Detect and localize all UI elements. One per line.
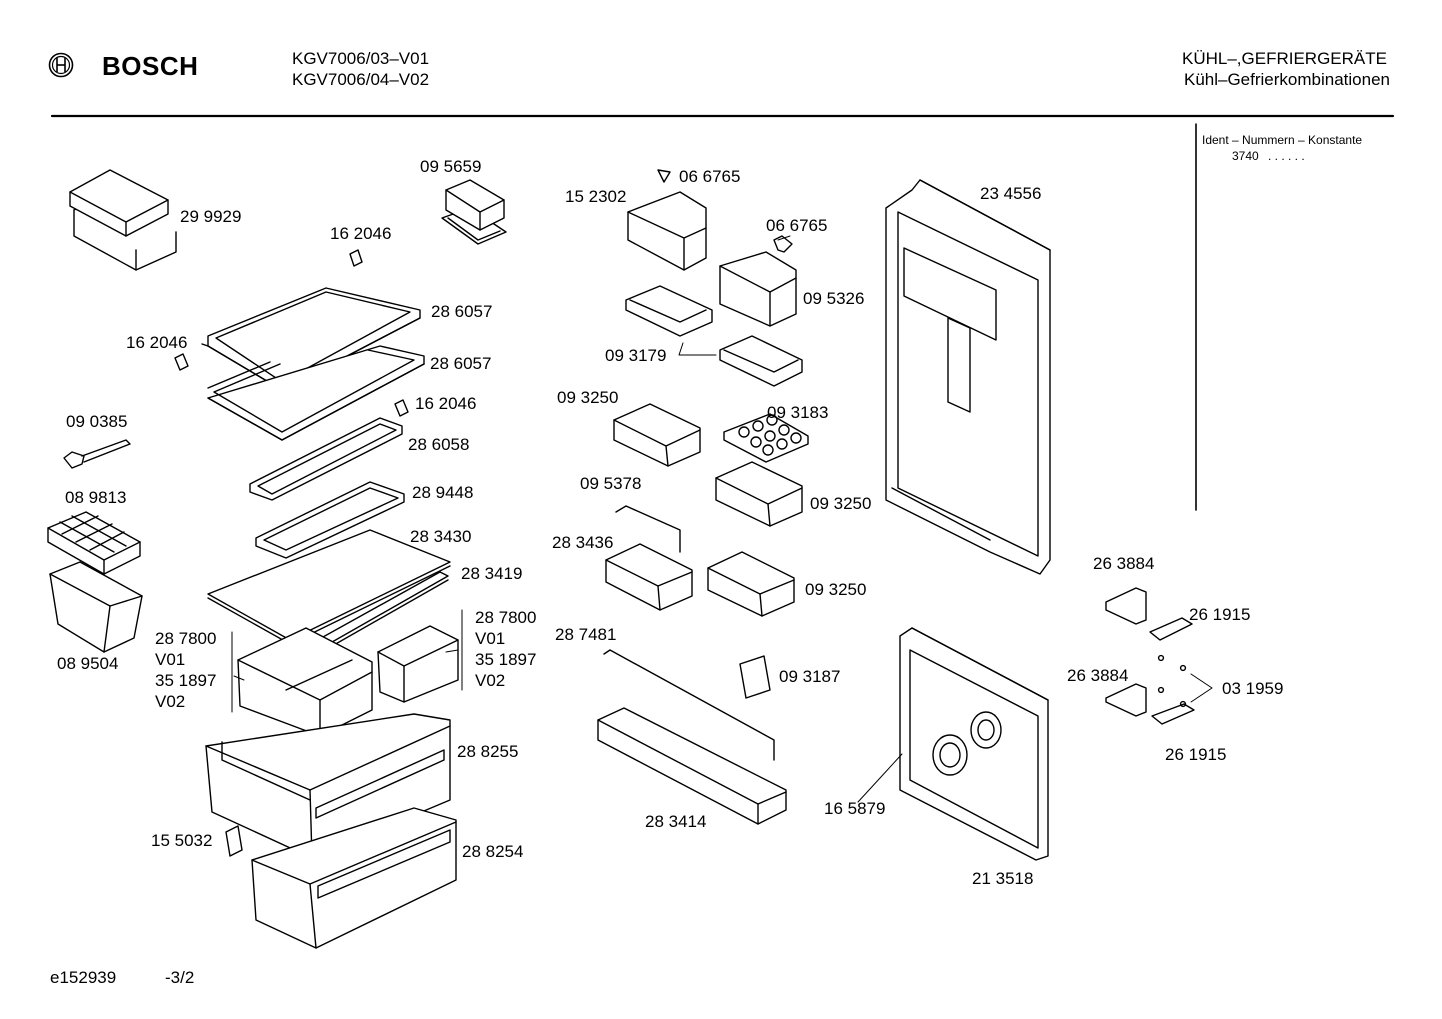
- label-09-3187: 09 3187: [779, 667, 841, 686]
- label-06-6765-a: 06 6765: [679, 167, 741, 186]
- ident-dots: . . . . . .: [1268, 149, 1305, 163]
- narrow-shelf-part: [250, 418, 402, 500]
- label-08-9504: 08 9504: [57, 654, 119, 673]
- label-16-5879: 16 5879: [824, 799, 886, 818]
- label-03-1959: 03 1959: [1222, 679, 1284, 698]
- label-v01-left: V01: [155, 650, 186, 669]
- label-28-6057-b: 28 6057: [430, 354, 492, 373]
- shelf-clip-parts: [175, 250, 408, 416]
- label-09-3183: 09 3183: [767, 403, 829, 422]
- label-28-3414: 28 3414: [645, 812, 707, 831]
- bosch-logo-icon: [48, 52, 74, 78]
- label-28-3436: 28 3436: [552, 533, 614, 552]
- label-28-9448: 28 9448: [412, 483, 474, 502]
- label-28-8254: 28 8254: [462, 842, 524, 861]
- bottle-shelf-part: [598, 708, 786, 824]
- label-06-6765-b: 06 6765: [766, 216, 828, 235]
- label-35-1897-right: 35 1897: [475, 650, 537, 669]
- label-v02-left: V02: [155, 692, 186, 711]
- label-28-7800-left: 28 7800: [155, 629, 217, 648]
- hinge-parts: [1106, 588, 1194, 724]
- model-number-2: KGV7006/04–V02: [292, 70, 430, 89]
- screw-part-1: [658, 170, 670, 182]
- label-09-3250-a: 09 3250: [557, 388, 619, 407]
- label-v01-right: V01: [475, 629, 506, 648]
- ident-value: 3740: [1232, 149, 1259, 163]
- ice-box-part: [50, 562, 142, 652]
- bottle-retainer-bar: [604, 506, 774, 760]
- label-28-3430: 28 3430: [410, 527, 472, 546]
- freezer-drawer-lower: [252, 808, 456, 948]
- door-balcony-1: [614, 404, 700, 466]
- egg-tray-part: [724, 414, 808, 462]
- crisper-drawer-right: [378, 626, 458, 702]
- label-23-4556: 23 4556: [980, 184, 1042, 203]
- label-16-2046-a: 16 2046: [330, 224, 392, 243]
- small-flap-part: [740, 656, 770, 698]
- label-09-3250-b: 09 3250: [810, 494, 872, 513]
- label-21-3518: 21 3518: [972, 869, 1034, 888]
- label-09-3179: 09 3179: [605, 346, 667, 365]
- door-balcony-4: [708, 552, 794, 616]
- label-v02-right: V02: [475, 671, 506, 690]
- label-26-1915-a: 26 1915: [1189, 605, 1251, 624]
- label-09-5659: 09 5659: [420, 157, 482, 176]
- label-15-2302: 15 2302: [565, 187, 627, 206]
- label-26-1915-b: 26 1915: [1165, 745, 1227, 764]
- ice-scraper-part: [64, 440, 130, 468]
- crisper-drawer-left: [238, 628, 372, 736]
- leader-lines: [232, 236, 1212, 802]
- label-09-5326: 09 5326: [803, 289, 865, 308]
- label-28-6058: 28 6058: [408, 435, 470, 454]
- fridge-door-part: [886, 180, 1050, 574]
- label-35-1897-left: 35 1897: [155, 671, 217, 690]
- brand-name: BOSCH: [102, 51, 199, 81]
- label-28-3419: 28 3419: [461, 564, 523, 583]
- small-clip-part: [226, 826, 242, 856]
- door-balcony-3: [606, 544, 692, 610]
- door-shelf-small-1: [626, 286, 712, 336]
- ice-cube-tray-part: [48, 512, 140, 574]
- page-number: -3/2: [165, 968, 195, 987]
- door-balcony-2: [716, 462, 802, 526]
- door-shelf-small-2: [720, 336, 802, 386]
- small-box-part: [442, 180, 506, 244]
- ident-label: Ident – Nummern – Konstante: [1202, 133, 1363, 147]
- label-09-0385: 09 0385: [66, 412, 128, 431]
- butter-dish-part: [70, 170, 176, 270]
- label-28-8255: 28 8255: [457, 742, 519, 761]
- category-title: KÜHL–,GEFRIERGERÄTE: [1182, 49, 1387, 68]
- label-09-3250-c: 09 3250: [805, 580, 867, 599]
- label-08-9813: 08 9813: [65, 488, 127, 507]
- freezer-door-part: [900, 628, 1048, 860]
- model-number-1: KGV7006/03–V01: [292, 49, 430, 68]
- label-16-2046-c: 16 2046: [415, 394, 477, 413]
- glass-shelf-lower: [208, 346, 424, 440]
- egg-rack-cover-part: [628, 192, 706, 270]
- subcategory-title: Kühl–Gefrierkombinationen: [1183, 70, 1390, 89]
- label-28-7481: 28 7481: [555, 625, 617, 644]
- label-28-7800-right: 28 7800: [475, 608, 537, 627]
- label-16-2046-b: 16 2046: [126, 333, 188, 352]
- label-15-5032: 15 5032: [151, 831, 213, 850]
- dairy-cover-part: [720, 252, 796, 326]
- label-28-6057-a: 28 6057: [431, 302, 493, 321]
- document-id: e152939: [50, 968, 117, 987]
- label-26-3884-b: 26 3884: [1067, 666, 1129, 685]
- label-29-9929: 29 9929: [180, 207, 242, 226]
- label-26-3884-a: 26 3884: [1093, 554, 1155, 573]
- frame-shelf-part: [256, 482, 404, 558]
- label-09-5378: 09 5378: [580, 474, 642, 493]
